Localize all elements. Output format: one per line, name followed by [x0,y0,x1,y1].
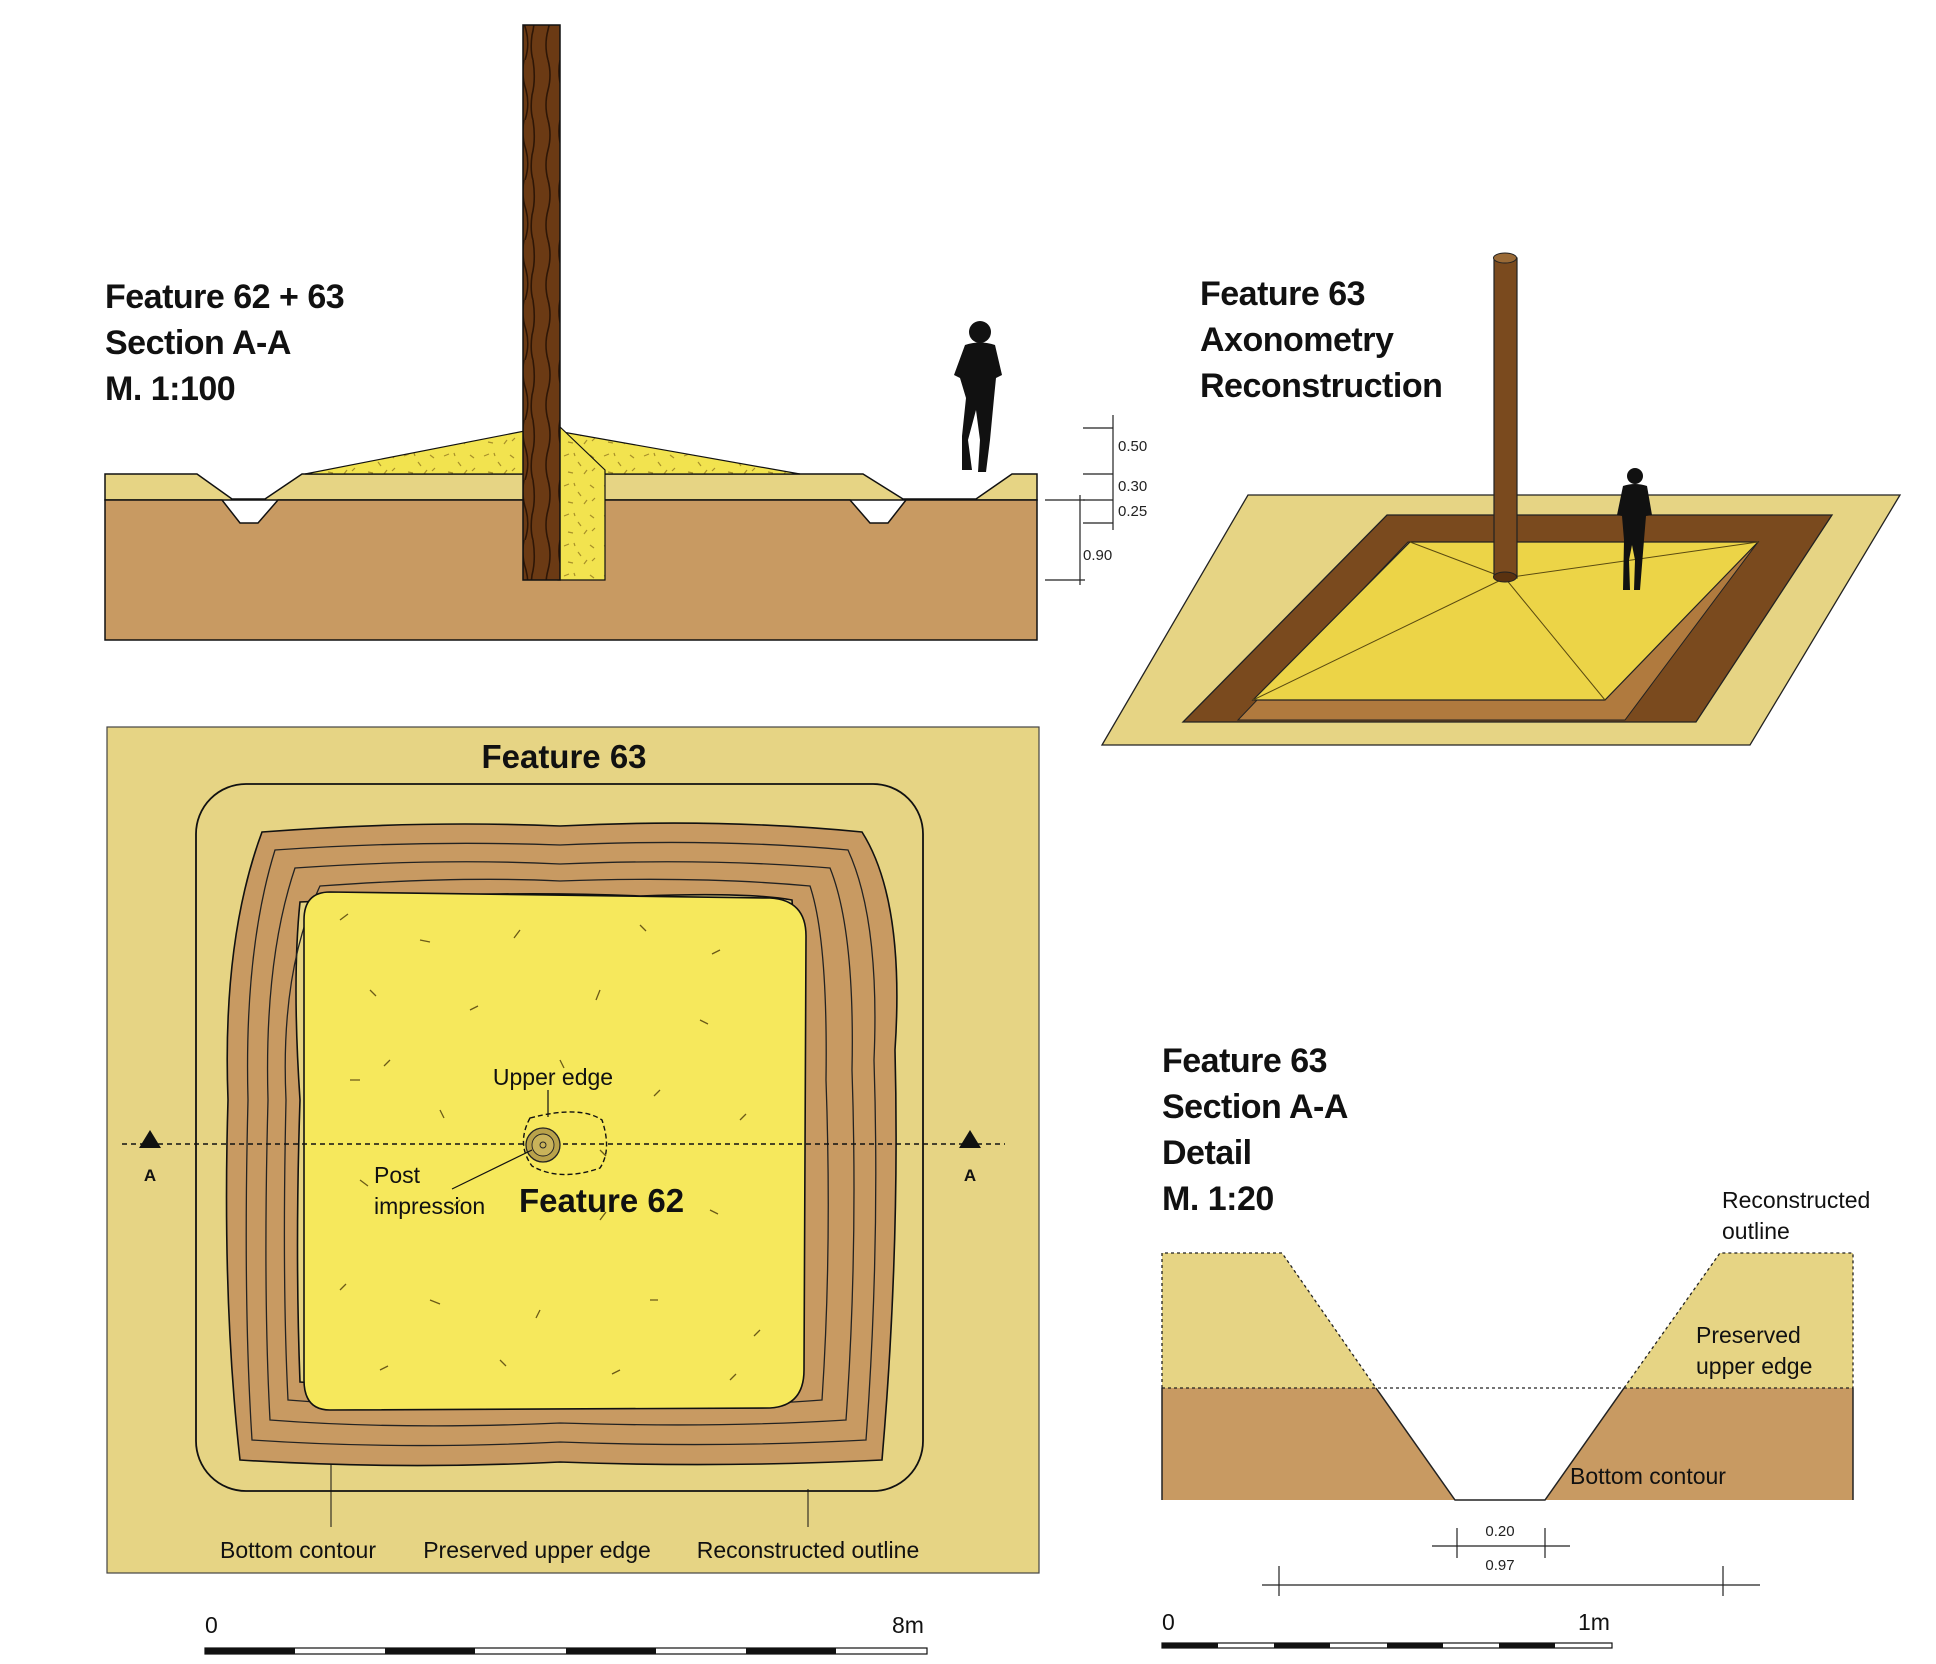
label-upper-edge: Upper edge [493,1064,613,1090]
dimension-label: 0.25 [1118,503,1147,520]
detail-dim-outer: 0.97 [1485,1557,1514,1574]
label-impression: impression [374,1193,485,1219]
plan-scale-end: 8m [892,1612,924,1638]
detail-title-2: Section A-A [1162,1088,1348,1126]
section-marker-right-icon [959,1130,981,1148]
section-marker-left-label: A [144,1166,156,1185]
detail-scale-end: 1m [1578,1609,1610,1635]
post-pit-upper-edge [522,1111,608,1176]
section-top-dimensions [1045,415,1114,585]
axonometry-title-2: Axonometry [1200,321,1394,359]
human-figure-icon [954,321,1002,472]
plan-ditch-band [225,822,898,1467]
detail-reconstructed-outline [1161,1252,1854,1389]
axonometry-title-3: Reconstruction [1200,367,1442,405]
detail-bottom-contour [1161,1387,1854,1501]
detail-title-4: M. 1:20 [1162,1180,1274,1218]
detail-title-1: Feature 63 [1162,1042,1327,1080]
detail-scale-bar: 0 1m [1161,1609,1613,1649]
section-top-title-1: Feature 62 + 63 [105,278,344,316]
detail-dim-inner: 0.20 [1485,1523,1514,1540]
detail-upper-right [1624,1253,1853,1388]
detail-label-reconstructed-2: outline [1722,1218,1790,1244]
plan-scale-bar: 0 8m [204,1612,928,1655]
plan-fill-texture [339,913,761,1381]
plan-group: Feature 63 A A Upper edge Post impressio… [106,726,1040,1655]
post-impression-center-icon [539,1141,547,1149]
section-top-title-2: Section A-A [105,324,291,362]
detail-upper-left [1162,1253,1376,1388]
axonometry-group: Feature 63 Axonometry Reconstruction [1100,252,1902,746]
dimension-label: 0.90 [1083,547,1112,564]
dimension-label: 0.30 [1118,478,1147,495]
detail-dimensions [1262,1528,1760,1596]
plan-title: Feature 63 [481,738,646,775]
section-marker-left-icon [139,1130,161,1148]
detail-label-reconstructed-1: Reconstructed [1722,1187,1870,1213]
detail-label-bottom-contour: Bottom contour [1570,1463,1726,1489]
leader-post-impression [451,1149,533,1190]
legend-reconstructed-outline: Reconstructed outline [697,1537,919,1563]
detail-title-3: Detail [1162,1134,1252,1172]
plan-contour-lines [245,841,877,1447]
dimension-label: 0.50 [1118,438,1147,455]
section-top-title-3: M. 1:100 [105,370,235,408]
timber-post-icon [1493,252,1518,583]
legend-bottom-contour: Bottom contour [220,1537,376,1563]
detail-scale-start: 0 [1162,1609,1175,1635]
detail-label-preserved-2: upper edge [1696,1353,1812,1379]
post-impression-ring-icon [531,1133,555,1157]
detail-lower-left [1162,1388,1455,1500]
axonometry-ridge-lines [1252,541,1759,701]
section-top-group: Feature 62 + 63 Section A-A M. 1:100 [104,24,1147,641]
feature-62-label: Feature 62 [519,1182,684,1219]
label-post: Post [374,1162,421,1188]
detail-label-preserved-1: Preserved [1696,1322,1801,1348]
axonometry-title-1: Feature 63 [1200,275,1365,313]
section-marker-right-label: A [964,1166,976,1185]
legend-preserved-upper-edge: Preserved upper edge [423,1537,651,1563]
plan-reconstructed-outline [195,783,924,1492]
human-figure-icon [1617,468,1652,590]
detail-lower-right [1545,1388,1853,1500]
plan-scale-start: 0 [205,1612,218,1638]
timber-post-icon [522,24,561,581]
detail-group: Feature 63 Section A-A Detail M. 1:20 Re… [1161,1042,1870,1649]
